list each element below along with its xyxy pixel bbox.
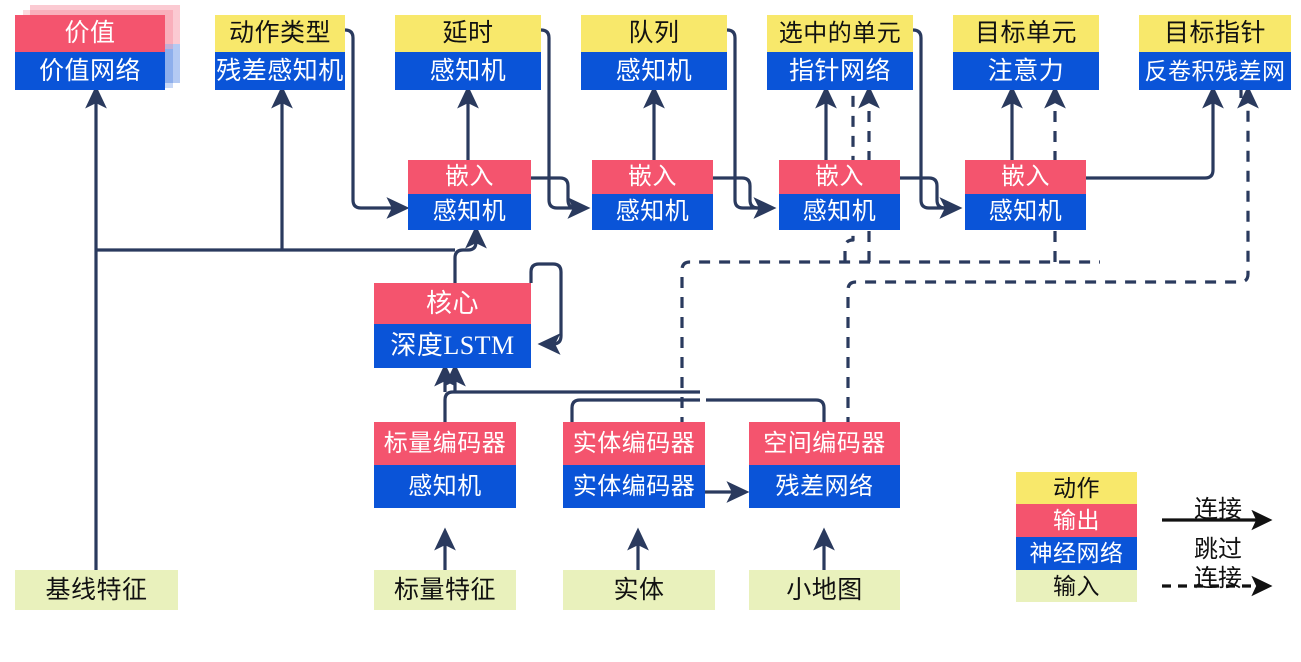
embed-3-output-label: 嵌入 <box>779 160 900 194</box>
head-action-type-network-label: 残差感知机 <box>215 52 345 90</box>
encoder-entity-output-label: 实体编码器 <box>563 422 705 465</box>
legend-edge-arrows <box>1162 510 1273 597</box>
legend-swatch-input: 输入 <box>1016 570 1137 602</box>
encoder-scalar-output-label: 标量编码器 <box>374 422 516 465</box>
legend-skip-connection-label-line2: 连接 <box>1194 566 1242 592</box>
head-target-point-network-label: 反卷积残差网 <box>1139 52 1291 90</box>
solid-connections <box>85 28 1224 600</box>
head-queue-action-label: 队列 <box>581 15 727 52</box>
head-delay[interactable]: 延时 感知机 <box>395 15 541 90</box>
encoder-spatial-output-label: 空间编码器 <box>749 422 900 465</box>
embed-4[interactable]: 嵌入 感知机 <box>965 160 1086 230</box>
legend-swatches: 动作 输出 神经网络 输入 <box>1016 472 1137 602</box>
head-target-unit-network-label: 注意力 <box>953 52 1099 90</box>
head-value[interactable]: 价值 价值网络 <box>15 15 165 90</box>
core-output-label: 核心 <box>374 283 531 324</box>
head-selected-units-action-label: 选中的单元 <box>767 15 913 52</box>
embed-2-network-label: 感知机 <box>592 194 713 230</box>
encoder-spatial[interactable]: 空间编码器 残差网络 <box>749 422 900 508</box>
skip-connections <box>680 85 1259 468</box>
head-selected-units[interactable]: 选中的单元 指针网络 <box>767 15 913 90</box>
embed-4-output-label: 嵌入 <box>965 160 1086 194</box>
core-lstm[interactable]: 核心 深度LSTM <box>374 283 531 368</box>
encoder-scalar-network-label: 感知机 <box>374 465 516 508</box>
head-target-unit[interactable]: 目标单元 注意力 <box>953 15 1099 90</box>
head-target-point[interactable]: 目标指针 反卷积残差网 <box>1139 15 1291 90</box>
legend-swatch-output: 输出 <box>1016 504 1137 537</box>
head-queue[interactable]: 队列 感知机 <box>581 15 727 90</box>
embed-3-network-label: 感知机 <box>779 194 900 230</box>
embed-3[interactable]: 嵌入 感知机 <box>779 160 900 230</box>
legend-swatch-action: 动作 <box>1016 472 1137 504</box>
embed-2[interactable]: 嵌入 感知机 <box>592 160 713 230</box>
head-value-action-label: 价值 <box>15 15 165 52</box>
embed-4-network-label: 感知机 <box>965 194 1086 230</box>
input-scalar-features[interactable]: 标量特征 <box>374 570 516 610</box>
legend-skip-connection-label-line1: 跳过 <box>1194 537 1242 563</box>
encoder-entity-network-label: 实体编码器 <box>563 465 705 508</box>
input-baseline-features[interactable]: 基线特征 <box>15 570 178 610</box>
head-action-type[interactable]: 动作类型 残差感知机 <box>215 15 345 90</box>
head-target-unit-action-label: 目标单元 <box>953 15 1099 52</box>
head-action-type-action-label: 动作类型 <box>215 15 345 52</box>
embed-1[interactable]: 嵌入 感知机 <box>408 160 531 230</box>
head-delay-network-label: 感知机 <box>395 52 541 90</box>
encoder-scalar[interactable]: 标量编码器 感知机 <box>374 422 516 508</box>
encoder-entity[interactable]: 实体编码器 实体编码器 <box>563 422 705 508</box>
legend-swatch-network: 神经网络 <box>1016 537 1137 570</box>
encoder-spatial-network-label: 残差网络 <box>749 465 900 508</box>
core-network-label: 深度LSTM <box>374 324 531 368</box>
input-minimap[interactable]: 小地图 <box>749 570 900 610</box>
head-delay-action-label: 延时 <box>395 15 541 52</box>
embed-1-output-label: 嵌入 <box>408 160 531 194</box>
head-target-point-action-label: 目标指针 <box>1139 15 1291 52</box>
input-entities[interactable]: 实体 <box>563 570 715 610</box>
embed-2-output-label: 嵌入 <box>592 160 713 194</box>
head-queue-network-label: 感知机 <box>581 52 727 90</box>
head-selected-units-network-label: 指针网络 <box>767 52 913 90</box>
head-value-network-label: 价值网络 <box>15 52 165 90</box>
embed-1-network-label: 感知机 <box>408 194 531 230</box>
